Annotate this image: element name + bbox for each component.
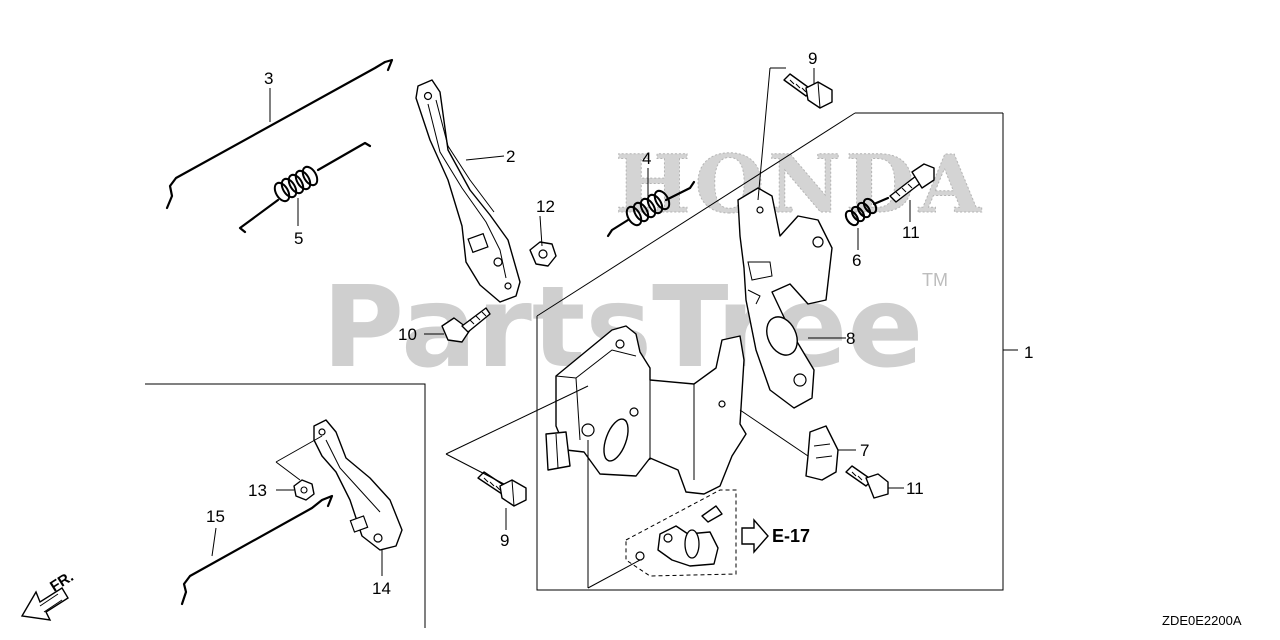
- callout-6: 6: [852, 251, 861, 270]
- callout-9-bottom: 9: [500, 531, 509, 550]
- callout-2: 2: [506, 147, 515, 166]
- wing-screw-10: [441, 307, 491, 343]
- callout-14: 14: [372, 579, 391, 598]
- callout-4: 4: [642, 149, 651, 168]
- callout-11-bottom: 11: [906, 479, 924, 498]
- reference-label: E-17: [772, 526, 810, 546]
- callout-labels: 1 2 3 4 5 6 7 8 9 9 10 11 11 12 13 14 15: [206, 49, 1033, 598]
- watermark: HONDA PartsTree TM: [322, 137, 981, 394]
- diagram-code: ZDE0E2200A: [1162, 613, 1242, 628]
- bolt-11-bottom: [845, 465, 889, 499]
- watermark-trademark: TM: [922, 270, 948, 290]
- bolt-11-top: [889, 163, 935, 203]
- reference-arrow-icon: [741, 518, 769, 554]
- spring-6: [844, 196, 890, 227]
- callout-7: 7: [860, 441, 869, 460]
- inset-box: [145, 383, 426, 628]
- callout-15: 15: [206, 507, 225, 526]
- spring-4: [606, 180, 696, 238]
- callout-8: 8: [846, 329, 855, 348]
- e17-subassembly: [625, 489, 737, 577]
- return-spring: [238, 141, 372, 234]
- front-arrow-icon: [20, 587, 69, 621]
- callout-5: 5: [294, 229, 303, 248]
- callout-11-top: 11: [902, 223, 920, 242]
- leader-lines: [211, 67, 911, 589]
- nut-12: [529, 241, 557, 267]
- assembly-frame: [536, 112, 1018, 591]
- throttle-rod: [165, 58, 394, 210]
- callout-3: 3: [264, 69, 273, 88]
- callout-9-top: 9: [808, 49, 817, 68]
- bolt-9-top: [783, 73, 833, 109]
- direction-label: FR.: [47, 568, 77, 595]
- inset-rod-15: [180, 494, 334, 606]
- callout-10: 10: [398, 325, 417, 344]
- bolt-9-bottom: [477, 471, 527, 507]
- callout-1: 1: [1024, 343, 1033, 362]
- inset-nut-13: [293, 479, 315, 501]
- clip-7: [805, 425, 839, 481]
- base-bracket: [545, 325, 747, 495]
- callout-13: 13: [248, 481, 267, 500]
- inset-lever-14: [313, 419, 403, 551]
- callout-12: 12: [536, 197, 555, 216]
- control-lever: [415, 79, 521, 303]
- governor-arm-8: [737, 187, 833, 409]
